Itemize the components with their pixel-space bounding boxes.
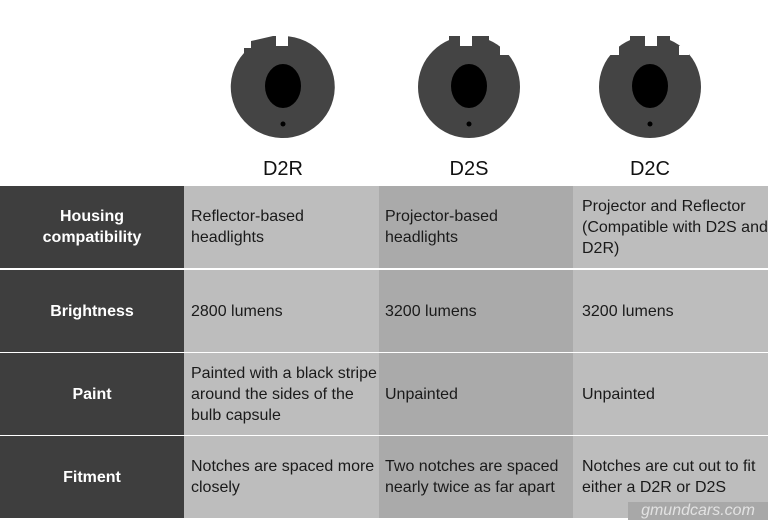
d2s-bulb-icon — [418, 36, 520, 138]
table-row-paint: Paint Painted with a black stripe around… — [0, 353, 768, 435]
row-header: Brightness — [0, 270, 184, 352]
table-cell: Two notches are spaced nearly twice as f… — [379, 436, 573, 518]
table-cell: 2800 lumens — [184, 270, 379, 352]
d2r-bulb-icon — [230, 36, 335, 138]
table-cell: 3200 lumens — [573, 270, 768, 352]
watermark: gmundcars.com — [628, 502, 768, 520]
table-cell: Projector-based headlights — [379, 186, 573, 268]
table-cell: Reflector-based headlights — [184, 186, 379, 268]
table-cell: Unpainted — [379, 353, 573, 435]
table-cell: Projector and Reflector (Compatible with… — [573, 186, 768, 268]
table-row-brightness: Brightness 2800 lumens 3200 lumens 3200 … — [0, 270, 768, 352]
row-header: Fitment — [0, 436, 184, 518]
table-cell: Unpainted — [573, 353, 768, 435]
table-cell: Notches are spaced more closely — [184, 436, 379, 518]
table-cell: Painted with a black stripe around the s… — [184, 353, 379, 435]
table-row-housing: Housing compatibility Reflector-based he… — [0, 186, 768, 268]
d2c-bulb-icon — [599, 36, 701, 138]
bulb-label-d2r: D2R — [262, 158, 303, 180]
row-header: Housing compatibility — [0, 186, 184, 268]
table-cell: 3200 lumens — [379, 270, 573, 352]
row-header: Paint — [0, 353, 184, 435]
bulb-label-d2c: D2C — [629, 158, 670, 180]
bulb-label-d2s: D2S — [449, 158, 489, 180]
